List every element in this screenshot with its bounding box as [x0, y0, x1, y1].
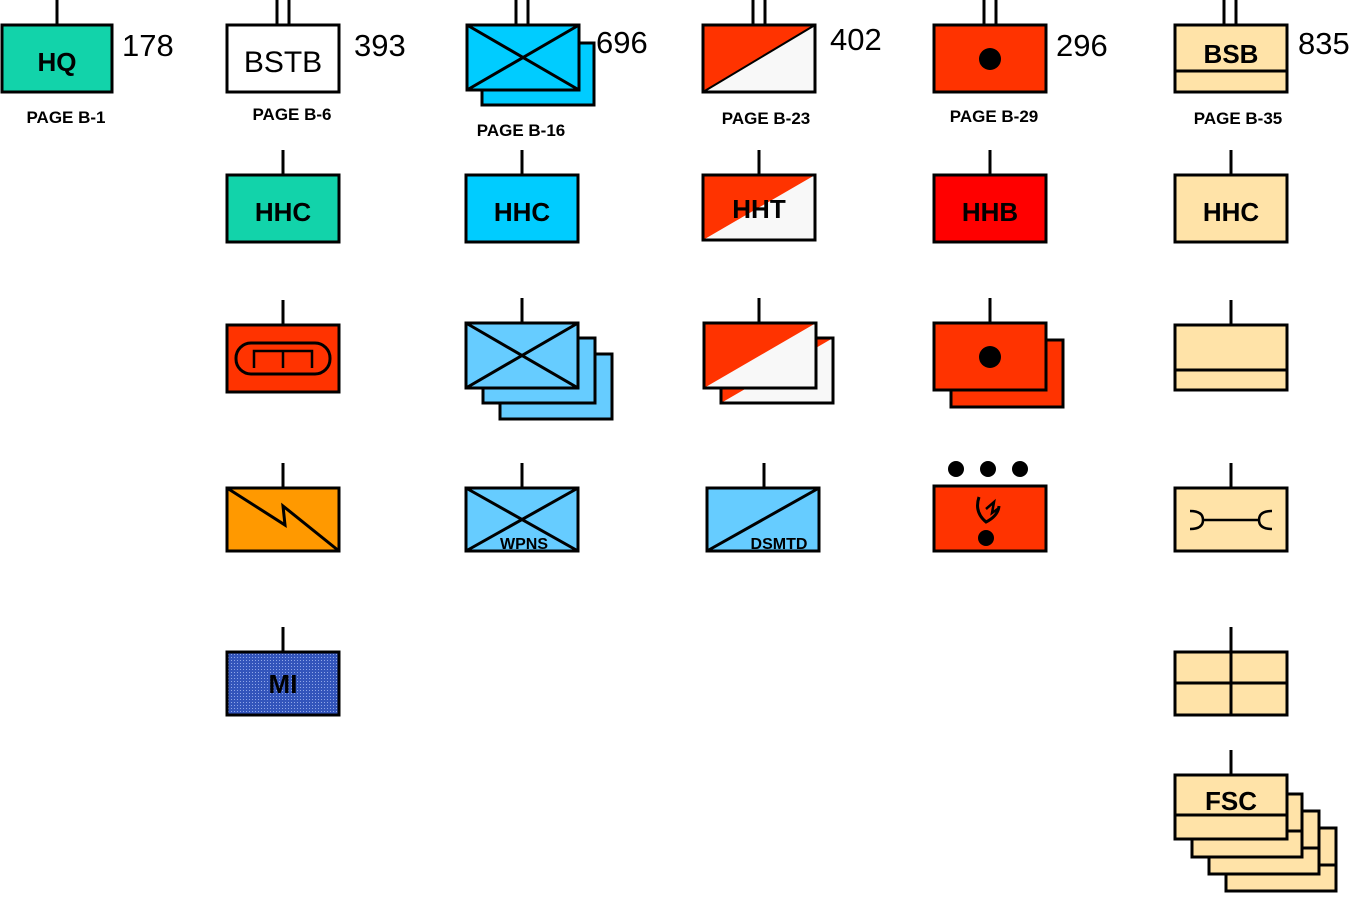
hhb-battery-symbol: HHB — [932, 150, 1048, 244]
brigade-support-battalion-symbol: BSB — [1173, 0, 1289, 94]
infantry-hhc-symbol: HHC — [464, 150, 580, 244]
bstb-hhc-symbol: HHC — [225, 150, 341, 244]
bstb-page-reference: PAGE B-6 — [252, 105, 331, 124]
hq-label: HQ — [38, 47, 77, 77]
fsc-label: FSC — [1205, 786, 1257, 816]
field-artillery-battalion-symbol — [932, 0, 1048, 94]
cavalry-column: 402 PAGE B-23 HHT DSMTD — [701, 0, 882, 553]
bstb-hhc-label: HHC — [255, 197, 312, 227]
fires-strength: 296 — [1056, 28, 1108, 63]
hq-strength: 178 — [122, 28, 174, 63]
dsmtd-label: DSMTD — [751, 536, 808, 553]
engineer-company-symbol — [225, 300, 341, 394]
radar-icon — [976, 496, 1001, 546]
fires-column: 296 PAGE B-29 HHB — [932, 0, 1108, 553]
hht-label: HHT — [732, 194, 786, 224]
infantry-hhc-label: HHC — [494, 197, 551, 227]
maintenance-company-symbol — [1173, 463, 1289, 553]
cavalry-troops-symbol — [702, 298, 835, 405]
cavalry-squadron-symbol — [701, 0, 817, 94]
distribution-company-symbol — [1173, 300, 1289, 392]
bstb-battalion-symbol: BSTB — [225, 0, 341, 94]
cavalry-page-reference: PAGE B-23 — [722, 109, 811, 128]
signal-company-symbol — [225, 463, 341, 553]
bsb-hhc-label: HHC — [1203, 197, 1260, 227]
hhb-label: HHB — [962, 197, 1018, 227]
firing-batteries-symbol — [932, 298, 1065, 409]
infantry-battalion-symbol — [465, 0, 596, 107]
weapons-company-symbol: WPNS — [464, 463, 580, 553]
rifle-companies-symbol — [464, 298, 614, 421]
bsb-strength: 835 — [1298, 26, 1350, 61]
wpns-label: WPNS — [500, 536, 548, 553]
bsb-page-reference: PAGE B-35 — [1194, 109, 1283, 128]
wrench-icon — [1189, 509, 1273, 531]
military-intelligence-company-symbol: MI — [225, 627, 341, 717]
dismounted-troop-symbol: DSMTD — [705, 463, 821, 553]
bsb-column: BSB 835 PAGE B-35 HHC — [1173, 0, 1350, 893]
fires-page-reference: PAGE B-29 — [950, 107, 1039, 126]
cavalry-strength: 402 — [830, 22, 882, 57]
infantry-strength: 696 — [596, 25, 648, 60]
target-acquisition-platoon-symbol — [932, 461, 1048, 553]
mi-label: MI — [269, 669, 298, 699]
bstb-column: BSTB 393 PAGE B-6 HHC MI — [225, 0, 406, 717]
bstb-strength: 393 — [354, 28, 406, 63]
infantry-column: 696 PAGE B-16 HHC WPNS — [464, 0, 648, 553]
medical-company-symbol — [1173, 627, 1289, 717]
forward-support-companies-symbol: FSC — [1173, 750, 1338, 893]
infantry-page-reference: PAGE B-16 — [477, 121, 566, 140]
hq-page-reference: PAGE B-1 — [26, 108, 105, 127]
hq-group: HQ 178 PAGE B-1 — [0, 0, 174, 127]
bsb-label: BSB — [1204, 39, 1259, 69]
hht-troop-symbol: HHT — [701, 150, 817, 242]
bstb-label: BSTB — [244, 46, 322, 79]
bsb-hhc-symbol: HHC — [1173, 150, 1289, 244]
hq-unit-symbol: HQ — [0, 0, 114, 94]
